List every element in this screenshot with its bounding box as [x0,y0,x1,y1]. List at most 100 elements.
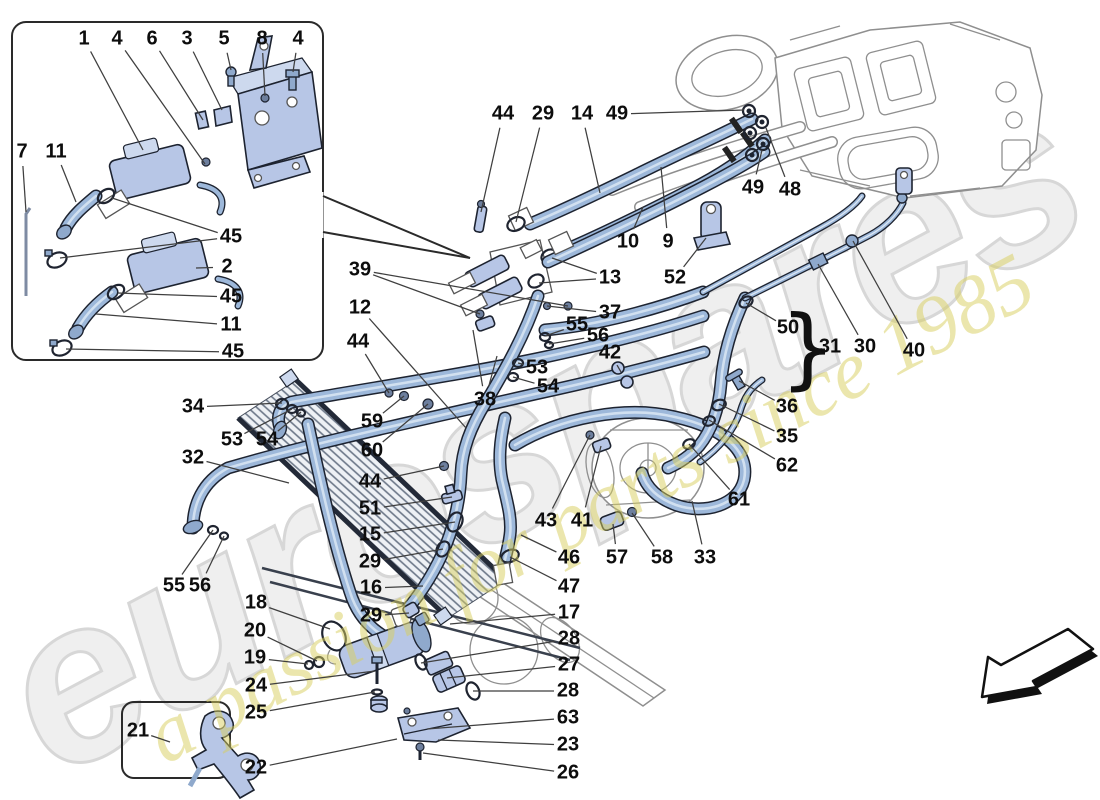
leader-line-50 [745,302,777,322]
leader-line-11 [60,164,77,203]
leader-line-27 [446,665,556,679]
water-pump [303,601,481,701]
detail-box-valves [11,21,471,361]
leader-line-3 [192,51,223,111]
leader-line-44 [480,127,501,213]
leader-line-49 [755,149,763,175]
leader-line-56 [548,337,585,345]
leader-line-17 [449,613,556,625]
leader-line-38 [472,329,484,387]
water-valve-2 [49,231,244,357]
leader-line-54 [277,411,302,432]
leader-line-36 [738,380,775,401]
leader-line-53 [517,362,524,366]
leader-line-29 [515,127,541,223]
leader-line-26 [422,752,555,772]
leader-line-7 [22,165,27,213]
water-valve-1 [44,137,226,269]
leader-line-45 [65,348,220,353]
leader-line-14 [584,127,601,194]
leader-line-55 [544,329,565,337]
leader-line-53 [244,408,293,435]
leader-line-19 [268,658,309,665]
leader-line-34 [206,402,283,408]
leader-line-13 [538,278,597,284]
leader-line-51 [383,496,453,508]
ecu-bracket [194,35,323,189]
leader-line-54 [512,376,535,384]
leader-line-23 [437,739,555,746]
leader-lines: } [22,50,908,772]
leader-line-45 [59,238,218,259]
leader-line-57 [612,523,617,545]
leader-line-33 [691,500,703,545]
leader-line-30 [817,263,859,336]
leader-line-9 [660,166,668,229]
leader-line-5 [226,52,232,71]
leader-line-28 [420,640,556,664]
leader-line-48 [765,127,786,178]
leader-line-24 [269,670,376,685]
leader-line-60 [382,403,429,443]
leader-line-37 [546,305,597,313]
leader-line-39 [372,274,481,315]
mount-hardware [370,656,472,760]
leader-line-47 [509,556,557,582]
pipe-52-bracket [692,201,732,251]
leader-line-15 [383,521,456,534]
leader-line-55 [181,529,214,575]
leader-line-44 [383,465,445,480]
leader-line-4 [292,52,297,73]
leader-line-35 [718,403,775,432]
leader-line-45 [111,197,218,234]
leader-line-59 [382,395,405,414]
leader-line-32 [206,460,290,484]
leader-line-46 [520,534,557,553]
hvac-unit-ghost [606,21,1043,213]
leader-line-39 [373,271,569,307]
brace-31: } [780,296,836,399]
direction-arrow [980,627,1098,704]
valve-block [447,238,573,332]
leader-line-25 [269,691,376,712]
leader-line-52 [683,237,707,268]
leader-line-49 [630,109,745,115]
detail-box-bracket [121,701,231,779]
leader-line-62 [708,419,776,460]
hose-fittings [182,103,913,558]
leader-line-1 [90,51,144,151]
leader-line-29 [384,612,410,616]
leader-line-11 [95,313,218,325]
leader-line-41 [584,445,602,508]
leader-line-4 [124,50,206,165]
leader-line-45 [117,292,218,298]
leader-line-18 [268,607,331,630]
leader-line-8 [262,52,266,97]
leader-line-22 [269,738,398,766]
leader-line-43 [551,434,591,509]
seal-rod [24,207,32,296]
leader-line-56 [205,535,225,574]
leader-line-29 [383,548,444,561]
leader-line-2 [195,266,214,269]
pipe-fittings-right [807,167,913,271]
leader-line-13 [551,257,598,274]
leader-line-16 [384,585,424,589]
leader-line-61 [688,443,731,491]
leader-line-12 [368,318,467,429]
leader-line-42 [616,364,622,373]
leader-line-20 [267,636,318,662]
leader-line-10 [632,206,644,230]
leader-line-63 [426,718,555,730]
leader-line-6 [158,50,204,121]
leader-line-40 [852,240,908,340]
compressor-fasteners [492,430,696,586]
grommet [370,695,388,713]
leader-line-38 [488,355,498,387]
leader-line-44 [364,353,390,394]
leader-line-58 [631,512,655,547]
support-bracket-21 [187,710,262,800]
firewall-grommets [741,103,771,163]
